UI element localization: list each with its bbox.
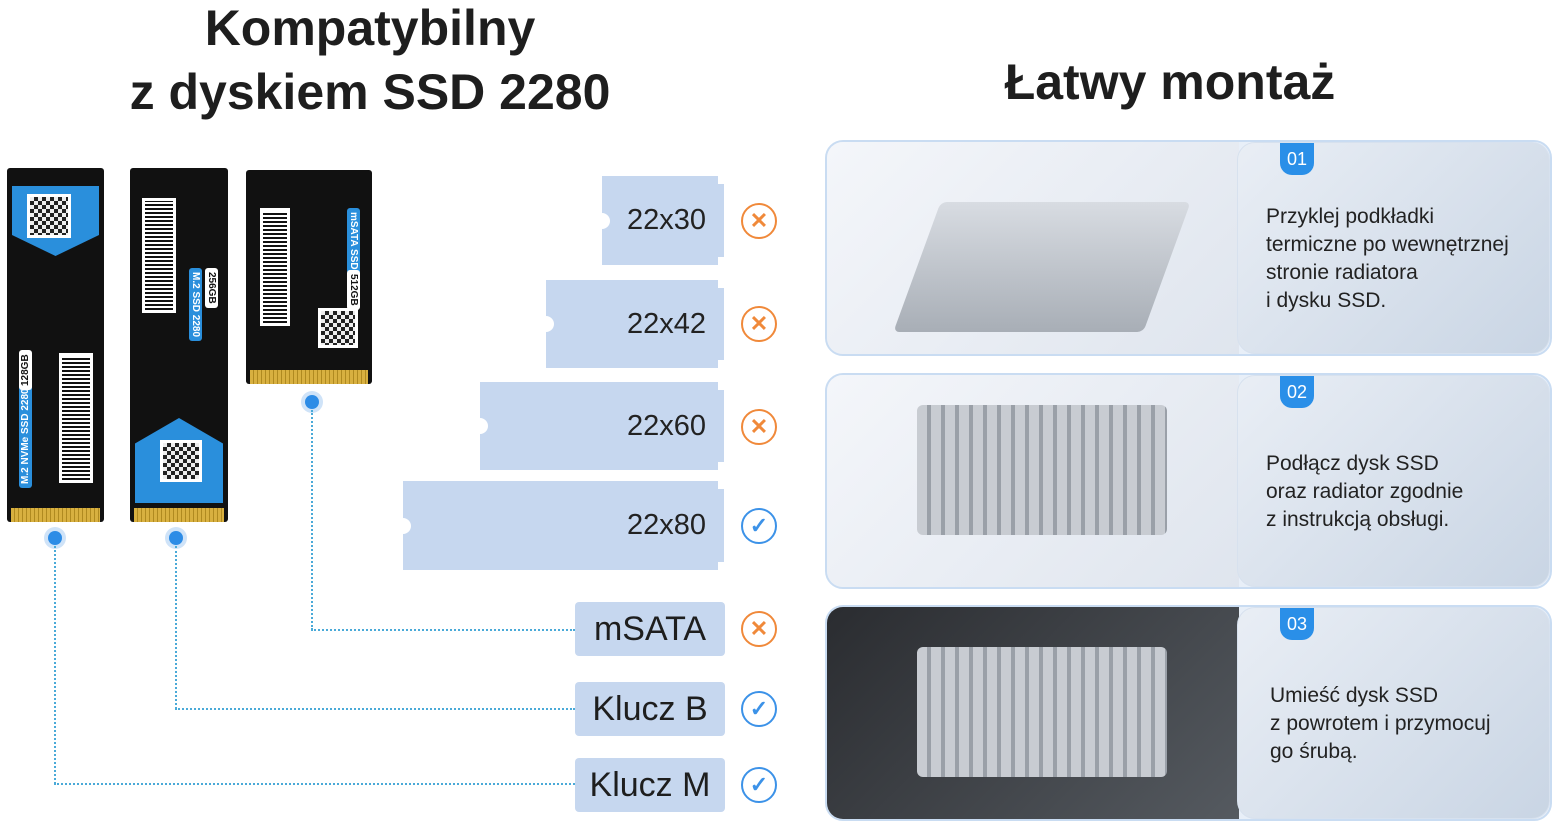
size-block-22x60: 22x60 <box>472 382 724 470</box>
ssd-m2-nvme-image: M.2 NVMe SSD 2280 128GB <box>7 168 104 522</box>
connector-line <box>311 410 313 630</box>
ssd-m2-sata-image: M.2 SSD 2280 256GB <box>130 168 228 522</box>
ssd-msata-image: mSATA SSD 512GB <box>246 170 372 384</box>
heatsink-motherboard-image <box>827 607 1239 819</box>
check-circle-icon: ✓ <box>741 767 777 803</box>
size-label: 22x42 <box>626 307 706 340</box>
step-number-badge: 01 <box>1280 143 1314 175</box>
connector-line <box>175 546 177 709</box>
heatsink-thermal-pad-image <box>827 142 1239 354</box>
ssd-capacity: 512GB <box>347 270 360 310</box>
x-circle-icon: ✕ <box>741 611 777 647</box>
connector-line <box>175 708 575 710</box>
key-m: Klucz M <box>575 758 725 812</box>
connector-line <box>54 546 56 784</box>
connector-dot-m-key <box>48 531 62 545</box>
step-number-badge: 02 <box>1280 376 1314 408</box>
check-circle-icon: ✓ <box>741 691 777 727</box>
ssd-type-label: mSATA SSD <box>347 208 360 274</box>
check-circle-icon: ✓ <box>741 508 777 544</box>
key-b: Klucz B <box>575 682 725 736</box>
x-circle-icon: ✕ <box>741 203 777 239</box>
x-circle-icon: ✕ <box>741 409 777 445</box>
heatsink-assembly-image <box>827 375 1239 587</box>
right-title: Łatwy montaż <box>1004 54 1336 110</box>
connector-dot-b-key <box>169 531 183 545</box>
x-circle-icon: ✕ <box>741 306 777 342</box>
key-msata: mSATA <box>575 602 725 656</box>
size-block-22x30: 22x30 <box>594 176 724 265</box>
ssd-type-label: M.2 NVMe SSD 2280 <box>19 384 32 488</box>
connector-line <box>311 629 575 631</box>
size-label: 22x80 <box>626 509 706 541</box>
connector-line <box>54 783 575 785</box>
left-title: Kompatybilny z dyskiem SSD 2280 <box>60 0 680 124</box>
size-label: 22x60 <box>626 409 706 442</box>
connector-dot-msata <box>305 395 319 409</box>
size-block-22x42: 22x42 <box>538 280 724 368</box>
size-label: 22x30 <box>626 204 706 236</box>
ssd-capacity: 128GB <box>19 350 32 390</box>
left-title-line1: Kompatybilny <box>204 0 536 56</box>
left-title-line2: z dyskiem SSD 2280 <box>129 64 611 120</box>
ssd-type-label: M.2 SSD 2280 <box>189 268 202 342</box>
size-block-22x80: 22x80 <box>395 481 724 570</box>
step-number-badge: 03 <box>1280 608 1314 640</box>
ssd-capacity: 256GB <box>205 268 218 308</box>
